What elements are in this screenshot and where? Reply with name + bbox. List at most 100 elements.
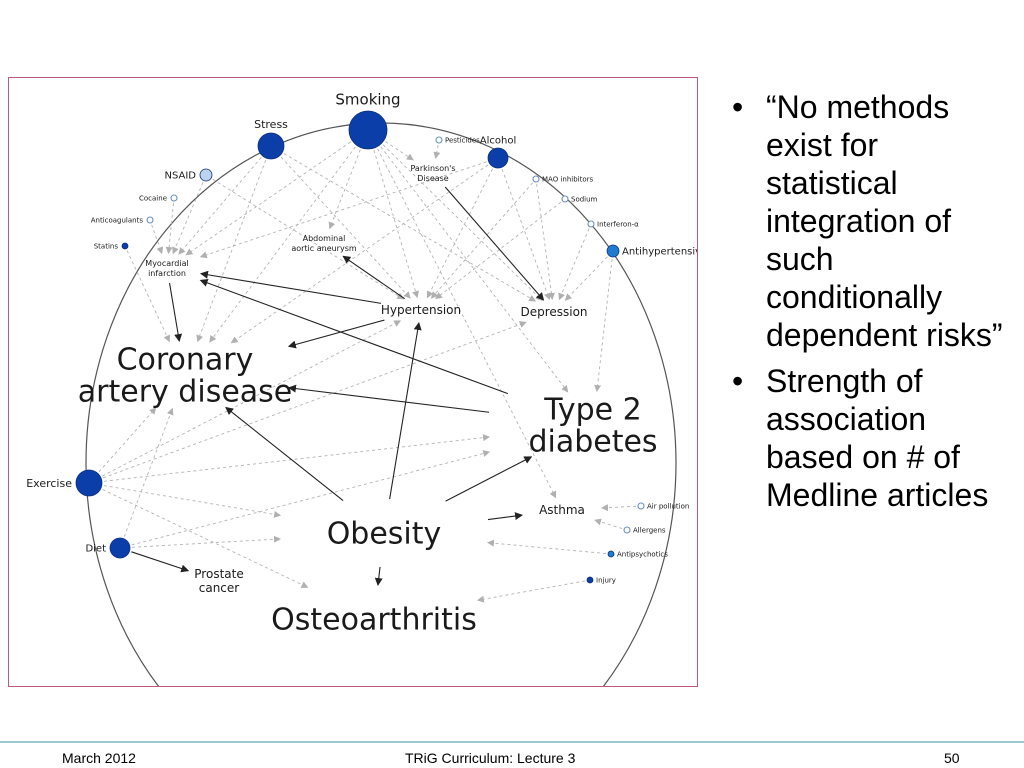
node-statins: Statins	[94, 242, 129, 250]
disease-label: Obesity	[327, 517, 442, 552]
node-depression: Depression	[520, 305, 587, 319]
risk-factor-marker	[487, 147, 509, 169]
node-asthma: Asthma	[539, 503, 585, 517]
risk-edge-exercise-t2d	[103, 434, 491, 482]
disease-label: Osteoarthritis	[271, 603, 477, 638]
risk-edge-cocaine-mi	[165, 202, 174, 255]
risk-factor-label: Injury	[596, 576, 616, 584]
node-smoking: Smoking	[335, 90, 401, 150]
risk-edge-nsaid-hypertension	[212, 178, 405, 300]
node-mao: MAO inhibitors	[532, 175, 593, 183]
risk-factor-marker	[109, 537, 131, 559]
risk-edge-sodium-hypertension	[435, 201, 562, 300]
node-injury: Injury	[586, 576, 616, 584]
node-interferon: Interferon-α	[587, 220, 639, 228]
bullet-text: Strength of association based on # of Me…	[766, 363, 989, 513]
bullet-list: • “No methods exist for statistical inte…	[728, 88, 1018, 522]
risk-edge-mao-hypertension	[430, 182, 534, 299]
node-obesity: Obesity	[327, 517, 442, 552]
risk-factor-marker	[637, 502, 645, 510]
node-diet: Diet	[85, 537, 131, 559]
risk-factor-marker	[170, 194, 178, 202]
risk-factor-marker	[561, 195, 569, 203]
risk-factor-marker	[532, 175, 540, 183]
node-antipsych: Antipsychotics	[607, 550, 668, 558]
risk-factor-label: Antipsychotics	[617, 550, 668, 558]
causal-edge-hypertension-aaa	[342, 255, 405, 300]
bullet-item: • “No methods exist for statistical inte…	[728, 88, 1018, 354]
causal-edge-obesity-t2d	[445, 456, 533, 502]
risk-factor-label: NSAID	[164, 171, 196, 182]
risk-factor-label: Smoking	[335, 90, 400, 108]
node-cocaine: Cocaine	[139, 194, 178, 202]
risk-factor-label: Antihypertensives	[622, 247, 697, 258]
risk-factor-label: Pesticides	[445, 136, 480, 144]
risk-edge-anticoag-mi	[151, 224, 164, 255]
footer-divider	[0, 741, 1024, 743]
causal-edge-hypertension-cad	[287, 319, 385, 349]
risk-edge-exercise-oa	[102, 489, 309, 588]
node-oa: Osteoarthritis	[271, 603, 477, 638]
causal-edge-t2d-cad	[287, 384, 490, 413]
node-allergens: Allergens	[623, 526, 666, 534]
risk-edge-exercise-cad	[98, 407, 157, 473]
risk-factor-marker	[121, 242, 129, 250]
risk-edge-stress-cad	[196, 159, 267, 343]
causal-edge-obesity-cad	[225, 406, 344, 501]
risk-edge-alcohol-cad	[230, 164, 489, 344]
causal-edge-mi-cad	[168, 282, 183, 343]
node-pesticides: Pesticides	[435, 136, 480, 144]
risk-edge-smoking-depression	[382, 144, 543, 301]
risk-factor-marker	[75, 469, 103, 497]
causal-edge-obesity-asthma	[487, 512, 524, 521]
causal-edge-obesity-oa	[374, 566, 383, 587]
edges-layer	[98, 141, 637, 603]
risk-factor-marker	[623, 526, 631, 534]
risk-factor-marker	[606, 244, 620, 258]
node-exercise: Exercise	[26, 469, 103, 497]
disease-label: Asthma	[539, 503, 585, 517]
risk-edge-airpollution-asthma	[600, 504, 637, 512]
risk-edge-statins-cad	[126, 250, 171, 343]
risk-edge-smoking-aaa	[328, 149, 361, 230]
causal-edge-t2d-mi	[199, 279, 509, 395]
risk-edge-alcohol-mi	[199, 161, 487, 259]
node-alcohol: Alcohol	[480, 136, 516, 169]
risk-edge-antihyper-depression	[564, 256, 608, 301]
bullet-item: • Strength of association based on # of …	[728, 362, 1018, 514]
bullet-symbol: •	[732, 89, 744, 125]
risk-factor-label: Sodium	[571, 195, 598, 203]
risk-factor-marker	[257, 132, 285, 160]
risk-edge-alcohol-depression	[501, 169, 551, 301]
disease-label: Hypertension	[381, 303, 461, 317]
disease-label: Depression	[520, 305, 587, 319]
node-anticoag: Anticoagulants	[91, 216, 154, 224]
risk-edge-diet-obesity	[131, 535, 282, 548]
footer-title: TRiG Curriculum: Lecture 3	[405, 750, 576, 766]
node-stress: Stress	[254, 118, 288, 160]
risk-factor-label: Diet	[85, 544, 106, 555]
risk-factor-marker	[586, 576, 594, 584]
risk-edge-diet-t2d	[131, 450, 491, 546]
risk-factor-label: Air pollution	[647, 502, 689, 510]
risk-edge-exercise-obesity	[103, 485, 282, 518]
causal-edge-hypertension-mi	[199, 270, 382, 304]
risk-edge-smoking-hypertension	[373, 150, 419, 299]
risk-factor-marker	[348, 110, 388, 150]
footer-date: March 2012	[62, 750, 136, 766]
risk-factor-label: Interferon-α	[597, 220, 639, 228]
risk-factor-marker	[199, 168, 213, 182]
risk-factor-marker	[435, 136, 443, 144]
risk-factor-label: Anticoagulants	[91, 216, 144, 224]
risk-edge-diet-cad	[123, 407, 174, 537]
